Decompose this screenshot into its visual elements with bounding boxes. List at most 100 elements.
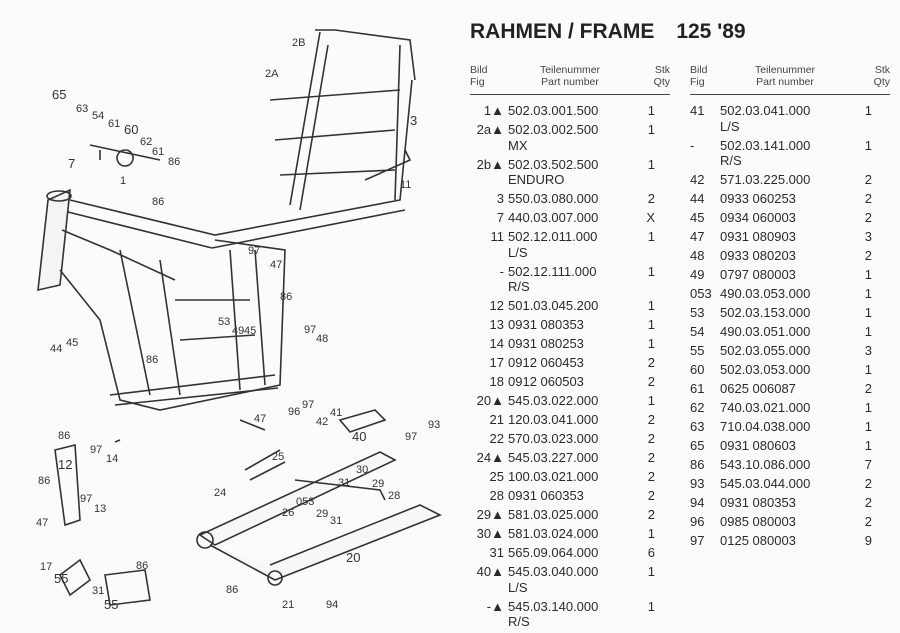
callout: 62	[140, 136, 153, 148]
callout: 53	[218, 316, 231, 328]
quantity: 1	[647, 156, 655, 172]
part-number: 0931 080253	[508, 336, 584, 351]
part-cell: 0933 060253	[720, 191, 850, 207]
callout: 2B	[292, 37, 306, 49]
quantity: 2	[647, 374, 655, 389]
callout: 25	[272, 451, 285, 463]
quantity: 1	[864, 362, 872, 377]
callout: 48	[316, 333, 329, 345]
part-cell: 571.03.225.000	[720, 172, 850, 188]
header-part-en: Part number	[756, 76, 814, 88]
part-number: 0931 080603	[720, 438, 796, 453]
callout: 24	[214, 487, 227, 499]
part-number: 0985 080003	[720, 514, 796, 529]
part-number: 490.03.053.000	[720, 286, 811, 301]
callout: 63	[76, 103, 89, 115]
callout: 26	[282, 507, 295, 519]
part-number: 0933 060253	[720, 191, 796, 206]
callout: 97	[90, 444, 103, 456]
callout: 94	[326, 599, 339, 611]
part-number: 543.10.086.000	[720, 457, 811, 472]
quantity: 1	[647, 103, 655, 118]
fig-number: 49	[690, 267, 705, 282]
quantity: X	[646, 210, 655, 225]
part-number: 502.12.111.000	[508, 263, 597, 279]
part-number: 740.03.021.000	[720, 400, 811, 415]
callout: 96	[288, 406, 301, 418]
quantity: 1	[864, 438, 872, 453]
part-number: 550.03.080.000	[508, 191, 599, 206]
part-note: L/S	[508, 579, 528, 595]
callout: 47	[270, 259, 283, 271]
part-number: 502.03.502.500	[508, 156, 599, 172]
quantity: 1	[864, 103, 872, 118]
part-note: MX	[508, 137, 528, 153]
part-cell: 490.03.051.000	[720, 324, 850, 340]
fig-number: 2b▲	[476, 156, 504, 172]
callout: 61	[108, 118, 121, 130]
quantity: 1	[647, 298, 655, 313]
callout: 55	[104, 597, 119, 612]
callout: 97	[405, 431, 418, 443]
callout: 54	[92, 110, 105, 122]
part-cell: 581.03.025.000	[508, 507, 633, 523]
part-cell: 0931 080253	[508, 336, 633, 352]
fig-number: 22	[489, 431, 504, 446]
title-text: RAHMEN / FRAME	[470, 20, 655, 43]
part-note: R/S	[508, 279, 530, 294]
quantity: 2	[864, 476, 872, 491]
callout: 40	[352, 429, 367, 444]
callout: 30	[356, 464, 369, 476]
part-number: 0931 080353	[720, 495, 796, 510]
part-number: 545.03.140.000	[508, 598, 599, 614]
fig-number: -	[499, 263, 504, 279]
quantity: 1	[647, 122, 655, 137]
fig-number: 41	[690, 103, 705, 118]
fig-number: 48	[690, 248, 705, 263]
header-part-de: Teilenummer	[539, 64, 601, 76]
fig-number: 93	[690, 476, 705, 491]
callout: 21	[282, 599, 295, 611]
callout: 86	[280, 291, 293, 303]
fig-number: 30▲	[476, 526, 504, 541]
callout: 31	[92, 585, 105, 597]
quantity: 2	[647, 507, 655, 522]
callout: 14	[106, 453, 119, 465]
callout: 86	[146, 354, 159, 366]
part-note: L/S	[720, 118, 740, 134]
fig-number: 2a▲	[476, 122, 504, 137]
fig-number: 29▲	[476, 507, 504, 522]
header-qty-en: Qty	[653, 76, 670, 88]
part-number: 0933 080203	[720, 248, 796, 263]
part-cell: 545.03.227.000	[508, 450, 633, 466]
quantity: 7	[864, 457, 872, 472]
callout: 29	[316, 508, 329, 520]
fig-number: 60	[690, 362, 705, 377]
callout: 86	[136, 560, 149, 572]
fig-number: 45	[690, 210, 705, 225]
callout: 13	[94, 503, 107, 515]
quantity: 1	[647, 317, 655, 332]
part-cell: 120.03.041.000	[508, 412, 633, 428]
